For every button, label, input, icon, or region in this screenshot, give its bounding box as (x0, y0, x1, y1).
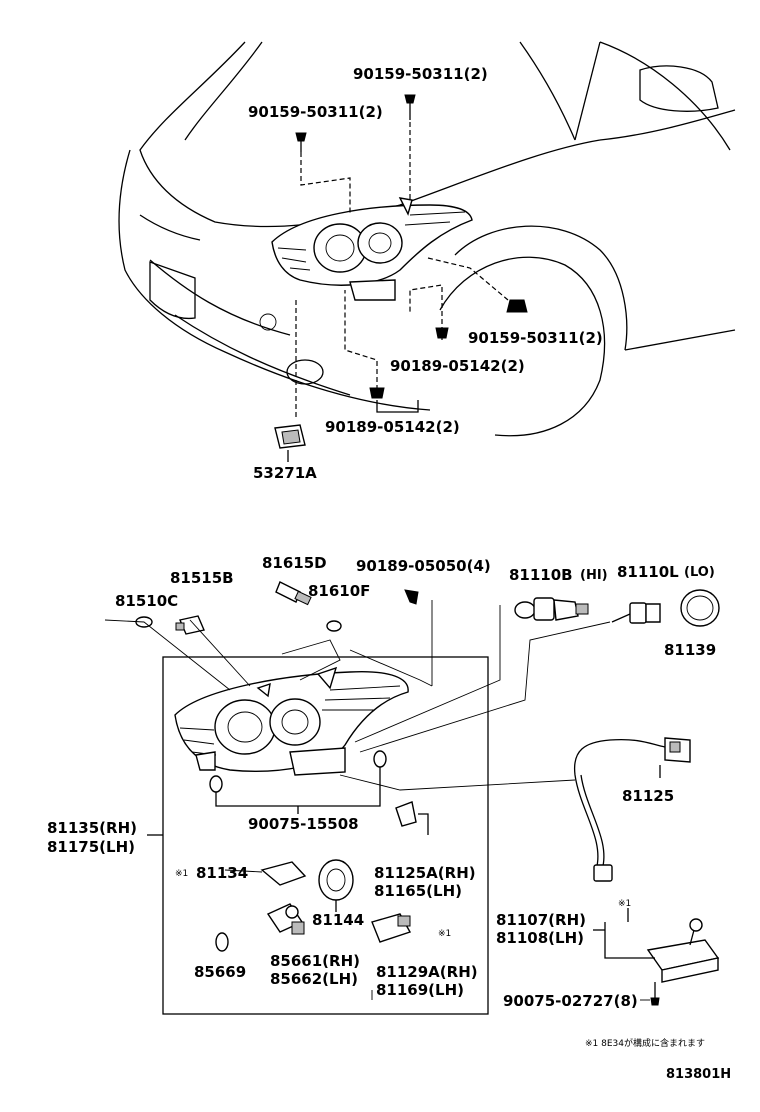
label-81165-lh: 81165(LH) (374, 882, 462, 900)
label-81134-mark: ※1 (175, 869, 188, 879)
bottom-leader-lines (104, 600, 650, 1001)
label-clip-b: 90189-05142(2) (325, 418, 460, 436)
label-85669: 85669 (194, 963, 246, 981)
label-81610f: 81610F (308, 582, 370, 600)
label-81110l-lo: (LO) (684, 565, 715, 580)
label-90075-02727: 90075-02727(8) (503, 992, 638, 1010)
label-81144: 81144 (312, 911, 364, 929)
label-81175-lh: 81175(LH) (47, 838, 135, 856)
label-81169-lh: 81169(LH) (376, 981, 464, 999)
label-bolt-fender: 90159-50311(2) (468, 329, 603, 347)
label-81110b-hi: (HI) (580, 568, 608, 583)
label-81134: 81134 (196, 864, 248, 882)
label-81129a-mark: ※1 (438, 929, 451, 939)
label-81125: 81125 (622, 787, 674, 805)
label-81139: 81139 (664, 641, 716, 659)
label-81110l: 81110L (617, 563, 679, 581)
wire-harness-81125 (573, 737, 691, 882)
label-85662-lh: 85662(LH) (270, 970, 358, 988)
label-81510c: 81510C (115, 592, 178, 610)
label-81515b: 81515B (170, 569, 234, 587)
label-bolt-top-left: 90159-50311(2) (248, 103, 383, 121)
label-81110b: 81110B (509, 566, 573, 584)
label-81615d: 81615D (262, 554, 327, 572)
label-81129a-rh: 81129A(RH) (376, 963, 478, 981)
diagram-id: 813801H (666, 1067, 731, 1082)
ballast-81107 (593, 908, 720, 1006)
label-bracket-53271a: 53271A (253, 464, 317, 482)
headlamp-assembly (174, 666, 409, 776)
vehicle-front-illustration (118, 41, 736, 437)
label-85661-rh: 85661(RH) (270, 952, 360, 970)
label-bolt-top-right: 90159-50311(2) (353, 65, 488, 83)
top-fasteners (274, 94, 528, 449)
bulbs-upper (135, 581, 419, 635)
label-81107-rh: 81107(RH) (496, 911, 586, 929)
inner-parts (215, 801, 429, 952)
label-90075-15508: 90075-15508 (248, 815, 359, 833)
top-leader-lines (287, 122, 509, 462)
grommets-90075-15508 (209, 750, 387, 814)
label-81108-lh: 81108(LH) (496, 929, 584, 947)
footnote: ※1 8E34が構成に含まれます (585, 1037, 705, 1049)
bulbs-hi-lo (514, 589, 720, 627)
label-clip-a: 90189-05142(2) (390, 357, 525, 375)
label-90189-05050: 90189-05050(4) (356, 557, 491, 575)
label-81125a-rh: 81125A(RH) (374, 864, 476, 882)
label-81107-mark: ※1 (618, 899, 631, 909)
label-81135-rh: 81135(RH) (47, 819, 137, 837)
